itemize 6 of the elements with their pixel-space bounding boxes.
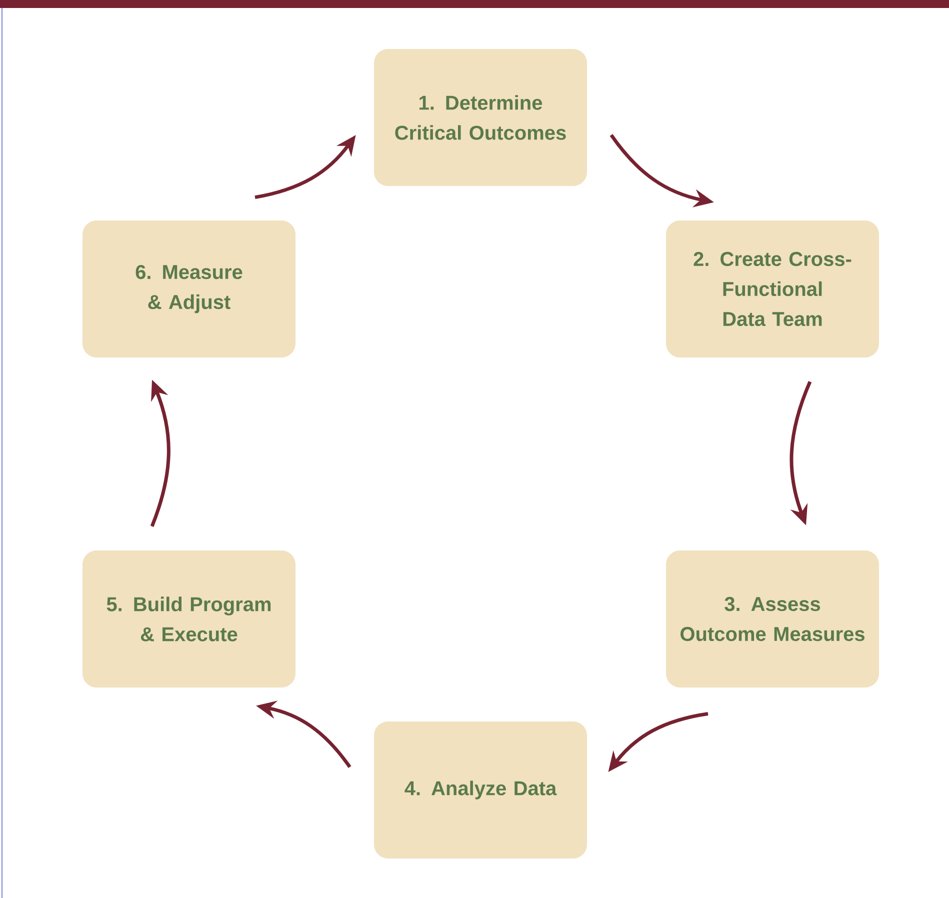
step-box: 2. Create Cross-Functional Data Team [666, 220, 879, 358]
step-box: 5. Build Program & Execute [82, 550, 296, 688]
step-box: 3. Assess Outcome Measures [666, 550, 879, 688]
step-box: 6. Measure & Adjust [82, 220, 296, 358]
step-box: 4. Analyze Data [374, 722, 587, 858]
step-box: 1. Determine Critical Outcomes [374, 49, 587, 186]
